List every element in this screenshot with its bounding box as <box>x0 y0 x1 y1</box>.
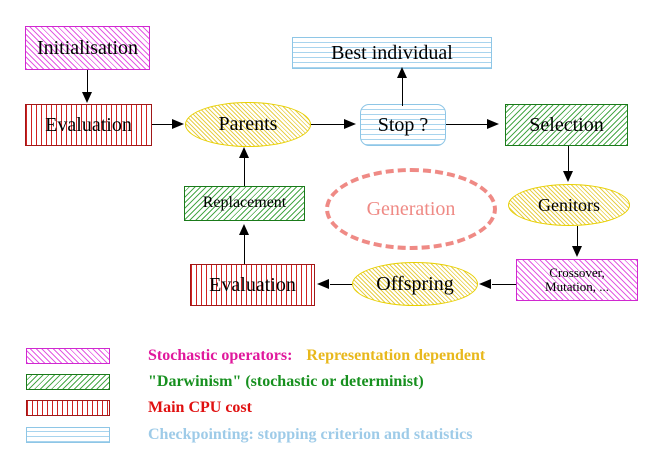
edge-offspring-to-evaluation <box>330 284 352 286</box>
node-evaluation-bottom[interactable]: Evaluation <box>190 264 315 306</box>
legend-text-checkpointing: Checkpointing: stopping criterion and st… <box>148 426 472 444</box>
node-crossover-line1: Crossover, <box>549 265 605 281</box>
node-best-individual-label: Best individual <box>331 41 453 64</box>
node-initialisation-label: Initialisation <box>36 36 139 59</box>
node-parents-label: Parents <box>218 113 278 135</box>
arrowhead-evaluation-to-parents <box>172 119 184 129</box>
node-evaluation-top[interactable]: Evaluation <box>25 104 152 146</box>
edge-stop-to-best-individual <box>402 76 404 106</box>
arrowhead-offspring-to-evaluation <box>317 279 329 289</box>
edge-crossover-to-offspring <box>492 284 516 286</box>
legend-swatch-magenta-diagonal-hatch <box>26 348 110 364</box>
arrowhead-genitors-to-crossover <box>572 246 582 257</box>
edge-replacement-to-parents <box>244 156 246 186</box>
legend: Stochastic operators: Representation depe… <box>0 340 662 460</box>
node-crossover-mutation[interactable]: Crossover, Mutation, ... <box>516 259 638 301</box>
legend-text-main-cpu-cost: Main CPU cost <box>148 399 252 417</box>
legend-swatch-blue-horizontal-lines <box>26 427 110 443</box>
edge-evaluation-to-parents <box>152 124 174 126</box>
node-initialisation[interactable]: Initialisation <box>25 26 150 70</box>
node-replacement-label: Replacement <box>202 194 287 212</box>
arrowhead-replacement-to-parents <box>239 147 249 158</box>
arrowhead-parents-to-stop <box>344 119 356 129</box>
edge-stop-to-selection <box>446 124 488 126</box>
legend-label-stochastic-operators: Stochastic operators: <box>148 347 293 364</box>
legend-swatch-red-vertical-lines <box>26 400 110 416</box>
node-parents[interactable]: Parents <box>185 102 311 147</box>
edge-initialisation-to-evaluation <box>87 70 89 94</box>
arrowhead-crossover-to-offspring <box>479 279 491 289</box>
node-stop[interactable]: Stop ? <box>360 104 446 146</box>
node-replacement[interactable]: Replacement <box>184 186 305 221</box>
node-selection[interactable]: Selection <box>505 104 628 146</box>
legend-row-darwinism: "Darwinism" (stochastic or determinist) <box>26 372 424 392</box>
edge-genitors-to-crossover <box>577 226 579 248</box>
node-selection-label: Selection <box>529 113 604 136</box>
legend-row-checkpointing: Checkpointing: stopping criterion and st… <box>26 425 472 445</box>
arrowhead-stop-to-best-individual <box>397 67 407 78</box>
legend-row-main-cpu-cost: Main CPU cost <box>26 398 252 418</box>
node-evaluation-bottom-label: Evaluation <box>209 273 296 296</box>
node-genitors[interactable]: Genitors <box>508 184 630 226</box>
arrowhead-stop-to-selection <box>487 119 499 129</box>
node-crossover-line2: Mutation, ... <box>545 279 609 294</box>
legend-text-stochastic-operators: Stochastic operators: Representation depe… <box>148 347 485 365</box>
node-evaluation-top-label: Evaluation <box>45 113 132 136</box>
legend-label-checkpointing: Checkpointing: stopping criterion and st… <box>148 426 473 443</box>
arrowhead-selection-to-genitors <box>563 171 573 182</box>
legend-row-stochastic-operators: Stochastic operators: Representation depe… <box>26 346 485 366</box>
annotation-generation-label: Generation <box>366 197 456 220</box>
arrowhead-initialisation-to-evaluation <box>82 92 92 103</box>
edge-selection-to-genitors <box>568 146 570 173</box>
node-offspring[interactable]: Offspring <box>352 262 478 306</box>
legend-label-darwinism: "Darwinism" (stochastic or determinist) <box>148 373 424 390</box>
edge-evaluation-to-replacement <box>244 232 246 264</box>
legend-label-main-cpu-cost: Main CPU cost <box>148 399 252 416</box>
legend-label-representation-dependent: Representation dependent <box>306 347 486 364</box>
node-offspring-label: Offspring <box>376 272 454 295</box>
node-genitors-label: Genitors <box>538 194 600 215</box>
node-stop-label: Stop ? <box>377 113 429 136</box>
annotation-generation-cycle: Generation <box>325 168 497 250</box>
legend-text-darwinism: "Darwinism" (stochastic or determinist) <box>148 373 424 391</box>
legend-swatch-green-diagonal-hatch <box>26 374 110 390</box>
edge-parents-to-stop <box>311 124 346 126</box>
node-best-individual[interactable]: Best individual <box>292 37 492 69</box>
arrowhead-evaluation-to-replacement <box>239 224 249 235</box>
